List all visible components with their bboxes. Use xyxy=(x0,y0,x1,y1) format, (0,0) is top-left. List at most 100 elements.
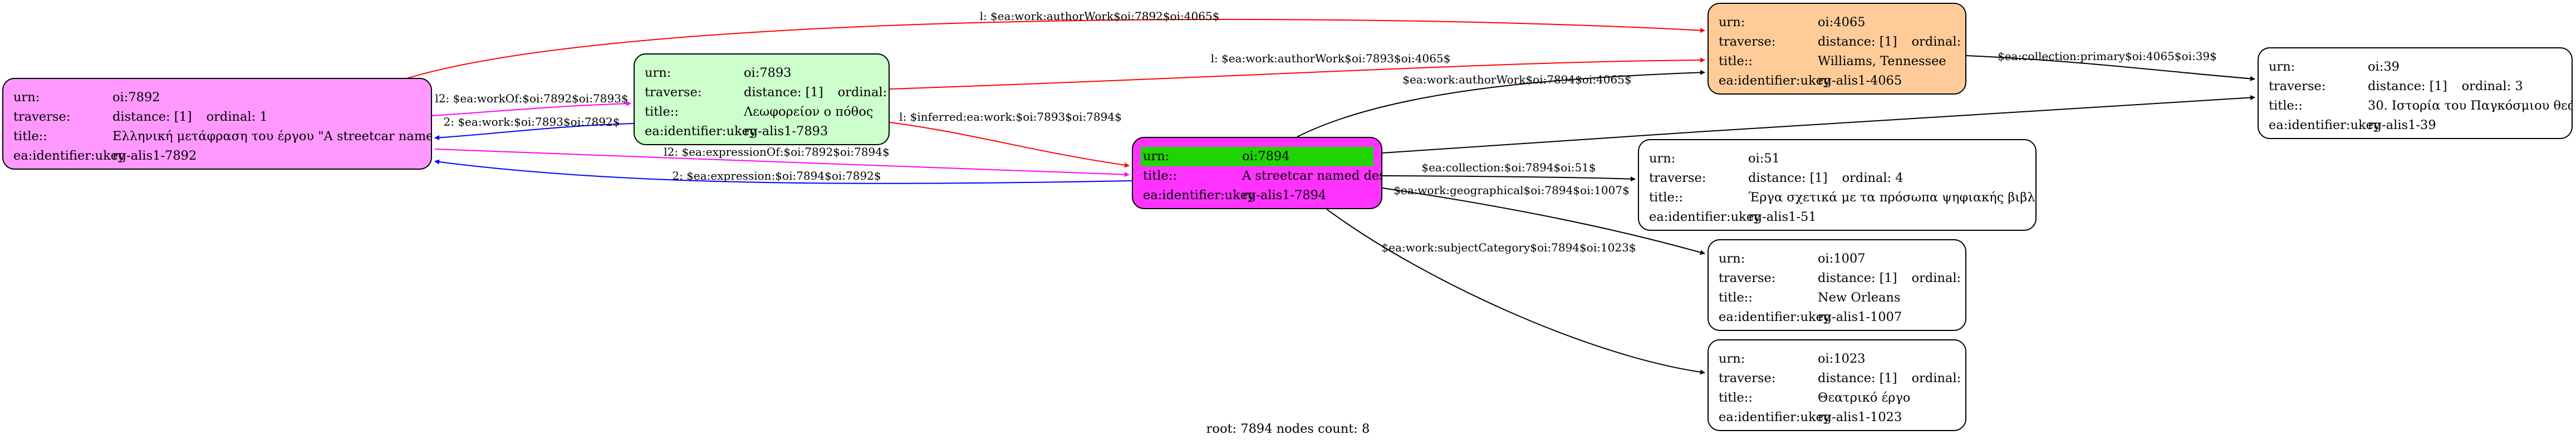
node-field-row: title::Ελληνική μετάφραση του έργου "A s… xyxy=(13,127,431,146)
node-field-row: title::New Orleans xyxy=(1719,288,1955,308)
field-value-text: oi:7892 xyxy=(112,90,160,105)
field-value: collection xyxy=(2368,135,2562,138)
node-field-row: ea:obj-type:auth-genre xyxy=(1719,427,1955,430)
node-field-row: traverse:distance: [1]ordinal: 4 xyxy=(1649,169,2025,188)
node-field-row: urn:oi:39 xyxy=(2269,57,2562,77)
edge-e5[interactable]: l: $inferred:ea:work:$oi:7893$oi:7894$ xyxy=(889,110,1130,168)
field-value: distance: [1]ordinal: 3 xyxy=(2368,77,2562,96)
node-field-row: ea:obj-type:collection xyxy=(1649,227,2025,230)
field-key: ea:identifier:ukey xyxy=(1719,73,1831,88)
node-oi-7892[interactable]: urn: oi:7892 traverse:distance: [1]ordinal… xyxy=(2,78,432,170)
field-key: ea:obj-type: xyxy=(2269,135,2368,138)
edge-e13[interactable]: $ea:collection:primary$oi:4065$oi:39$ xyxy=(1966,50,2255,81)
field-ordinal: ordinal: 4 xyxy=(1842,171,1903,185)
field-value-text: rg-alis1-1007 xyxy=(1818,310,1902,324)
field-value: distance: [1] ordinal: 5 xyxy=(1818,32,1965,52)
field-value-text: oi:39 xyxy=(2368,60,2400,74)
edge-e7[interactable]: 2: $ea:expression:$oi:7894$oi:7892$ xyxy=(434,159,1132,184)
field-ordinal: ordinal: 3 xyxy=(2461,79,2523,93)
edge-label: l2: $ea:workOf:$oi:7892$oi:7893$ xyxy=(435,92,628,105)
field-key: title:: xyxy=(13,129,47,144)
field-key: traverse: xyxy=(645,85,702,100)
field-value: distance: [1]ordinal: 6 xyxy=(1818,269,1965,288)
edge-label: l: $ea:work:authorWork$oi:7892$oi:4065$ xyxy=(980,9,1220,23)
field-value-text: auth-person xyxy=(1818,93,1894,95)
edge-e12[interactable]: $ea:work:subjectCategory$oi:7894$oi:1023… xyxy=(1326,209,1705,375)
field-value-text: collection xyxy=(2368,137,2430,138)
edge-label: 2: $ea:work:$oi:7893$oi:7892$ xyxy=(444,115,620,128)
field-key: title:: xyxy=(1719,54,1753,68)
field-value: rg-alis1-4065 xyxy=(1818,71,1955,91)
field-value-text: distance: [1] xyxy=(1818,371,1897,385)
edge-e6[interactable]: l2: $ea:expressionOf:$oi:7892$oi:7894$ xyxy=(434,145,1130,177)
edge-e8[interactable]: $ea:work:authorWork$oi:7894$oi:4065$ xyxy=(1297,70,1705,137)
edge-line xyxy=(1382,175,1636,182)
node-field-row: urn:oi:1023 xyxy=(1719,349,1955,369)
node-field-row: ea:obj-type:auth-manifestation xyxy=(645,141,879,145)
field-value-text: Έργα σχετικά με τα πρόσωπα ψηφιακής βιβλ… xyxy=(1748,190,2035,205)
field-key: traverse: xyxy=(1719,271,1776,285)
field-value-text: auth-place xyxy=(1818,329,1885,330)
node-field-row: traverse: distance: [1] ordinal: 5 xyxy=(1719,32,1965,52)
field-key: ea:identifier:ukey xyxy=(2269,118,2381,132)
edge-line xyxy=(1382,95,2255,154)
field-value: rg-alis1-7894 xyxy=(1242,186,1371,205)
field-ordinal: ordinal: 6 xyxy=(1911,271,1965,285)
edge-line xyxy=(1326,209,1705,375)
field-value: collection xyxy=(1748,227,2025,230)
field-key: ea:identifier:ukey xyxy=(1143,188,1255,202)
field-key: urn: xyxy=(1649,151,1676,166)
field-key: title:: xyxy=(645,105,679,119)
edge-line xyxy=(889,57,1705,90)
node-field-row: urn: oi:7892 xyxy=(13,88,421,107)
field-value: rg-alis1-1007 xyxy=(1818,308,1955,327)
field-value-text: auth-manifestation xyxy=(744,144,863,145)
field-key: title:: xyxy=(1649,190,1683,205)
field-key: traverse: xyxy=(1719,34,1776,49)
field-key: traverse: xyxy=(1649,171,1706,185)
node-field-row: title::Williams, Tennessee xyxy=(1719,52,1955,71)
field-value: auth-work xyxy=(1242,205,1371,208)
edge-line xyxy=(1382,187,1705,255)
field-value: auth-person xyxy=(1818,91,1955,95)
field-value-text: distance: [1] xyxy=(1818,34,1897,49)
field-value: rg-alis1-7893 xyxy=(744,122,879,141)
edge-e2[interactable]: l: $ea:work:authorWork$oi:7893$oi:4065$ xyxy=(889,52,1705,90)
edge-label: $ea:collection:$oi:7894$oi:51$ xyxy=(1421,161,1596,174)
node-field-row: ea:obj-type:auth-expression xyxy=(13,166,421,169)
field-value: rg-alis1-1023 xyxy=(1818,408,1955,427)
node-field-row: title::Έργα σχετικά με τα πρόσωπα ψηφιακ… xyxy=(1649,188,2035,207)
field-ordinal: ordinal: 5 xyxy=(1911,34,1965,49)
node-field-row: title::30. Ιστορία του Παγκόσμιου θεάτρο… xyxy=(2269,96,2572,116)
field-key: ea:identifier:ukey xyxy=(645,124,757,139)
field-key: ea:obj-type: xyxy=(13,166,112,169)
node-field-row: ea:obj-type:collection xyxy=(2269,135,2562,138)
field-value-text: oi:7894 xyxy=(1242,149,1290,164)
field-value: oi:7892 xyxy=(112,88,421,107)
edge-e10[interactable]: $ea:collection:$oi:7894$oi:51$ xyxy=(1382,161,1636,182)
field-value: 30. Ιστορία του Παγκόσμιου θεάτρου xyxy=(2368,96,2572,116)
field-key: urn: xyxy=(13,90,40,105)
edge-e1[interactable]: l: $ea:work:authorWork$oi:7892$oi:4065$ xyxy=(399,9,1705,81)
edge-e11[interactable]: $ea:work:geographical$oi:7894$oi:1007$ xyxy=(1382,184,1705,255)
field-value: rg-alis1-39 xyxy=(2368,116,2562,135)
edge-e4[interactable]: 2: $ea:work:$oi:7893$oi:7892$ xyxy=(434,115,634,140)
node-field-row: title::Λεωφορείον ο πόθος xyxy=(645,102,879,122)
edge-e3[interactable]: l2: $ea:workOf:$oi:7892$oi:7893$ xyxy=(431,92,631,116)
field-value: rg-alis1-7892 xyxy=(112,146,421,166)
field-value: Williams, Tennessee xyxy=(1818,52,1955,71)
field-value: auth-manifestation xyxy=(744,141,879,145)
field-value-text: rg-alis1-7893 xyxy=(744,124,828,139)
edge-label: $ea:work:geographical$oi:7894$oi:1007$ xyxy=(1394,184,1630,197)
node-field-row: traverse:distance: [1]ordinal: 1 xyxy=(13,107,421,127)
